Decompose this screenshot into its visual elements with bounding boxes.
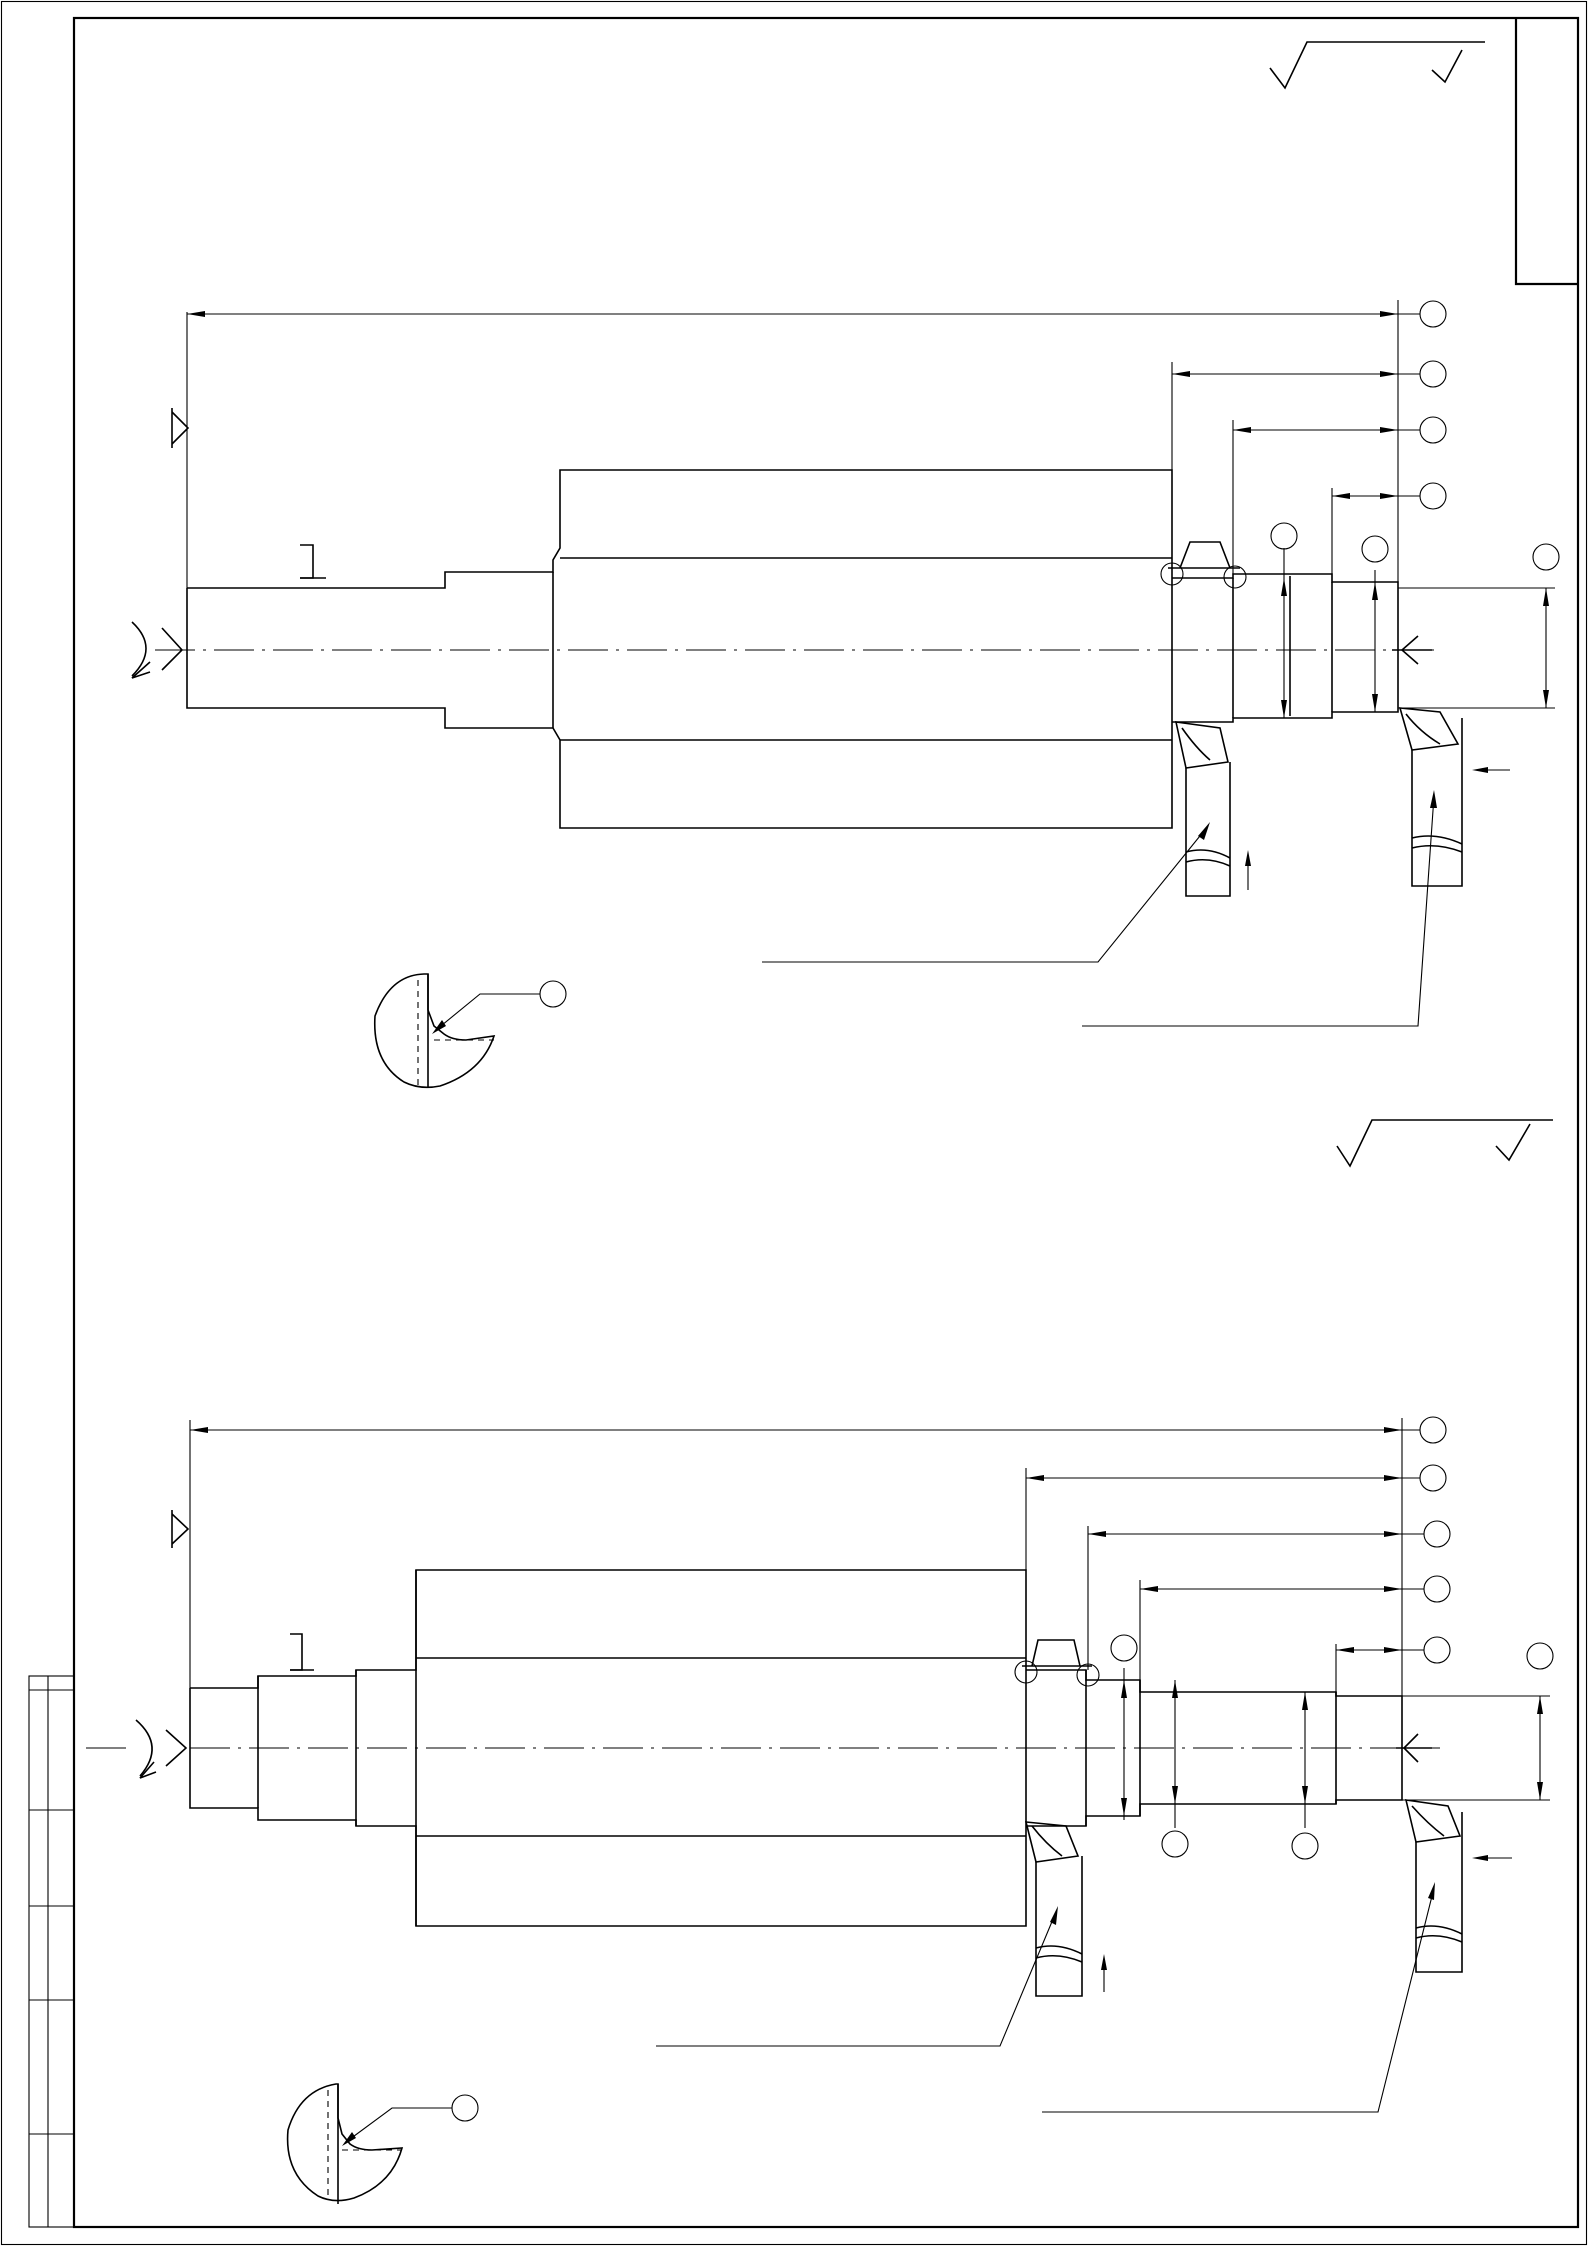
leader-lines-bottom	[656, 1882, 1435, 2113]
dimension-lines-top	[186, 300, 1555, 718]
chuck-jaw-detail-top	[373, 973, 567, 1089]
shaft-profile-bottom	[189, 1569, 1440, 1927]
shaft-profile-top	[155, 469, 1440, 829]
dimension-lines-bottom	[189, 1418, 1550, 1828]
callout-bubbles-top	[1160, 300, 1560, 589]
cutting-tool-left-bottom	[1024, 1821, 1107, 1997]
driving-center-icon-bottom	[86, 1719, 188, 1779]
roughness-symbol-bottom	[1336, 1119, 1553, 1168]
cutting-tool-right-top	[1398, 707, 1510, 887]
roughness-symbol-top	[1269, 41, 1485, 90]
cutting-tool-left-top	[1174, 721, 1251, 897]
operation-marker-bottom	[290, 1633, 314, 1671]
chuck-jaw-detail-bottom	[286, 2083, 479, 2204]
callout-bubbles-bottom	[1014, 1416, 1554, 1860]
cutting-tool-right-bottom	[1404, 1799, 1512, 1973]
operation-marker-top	[300, 544, 326, 579]
leader-lines-top	[762, 790, 1437, 1027]
datum-triangle-icon-top	[171, 408, 190, 448]
datum-triangle-icon-bottom	[171, 1510, 190, 1548]
